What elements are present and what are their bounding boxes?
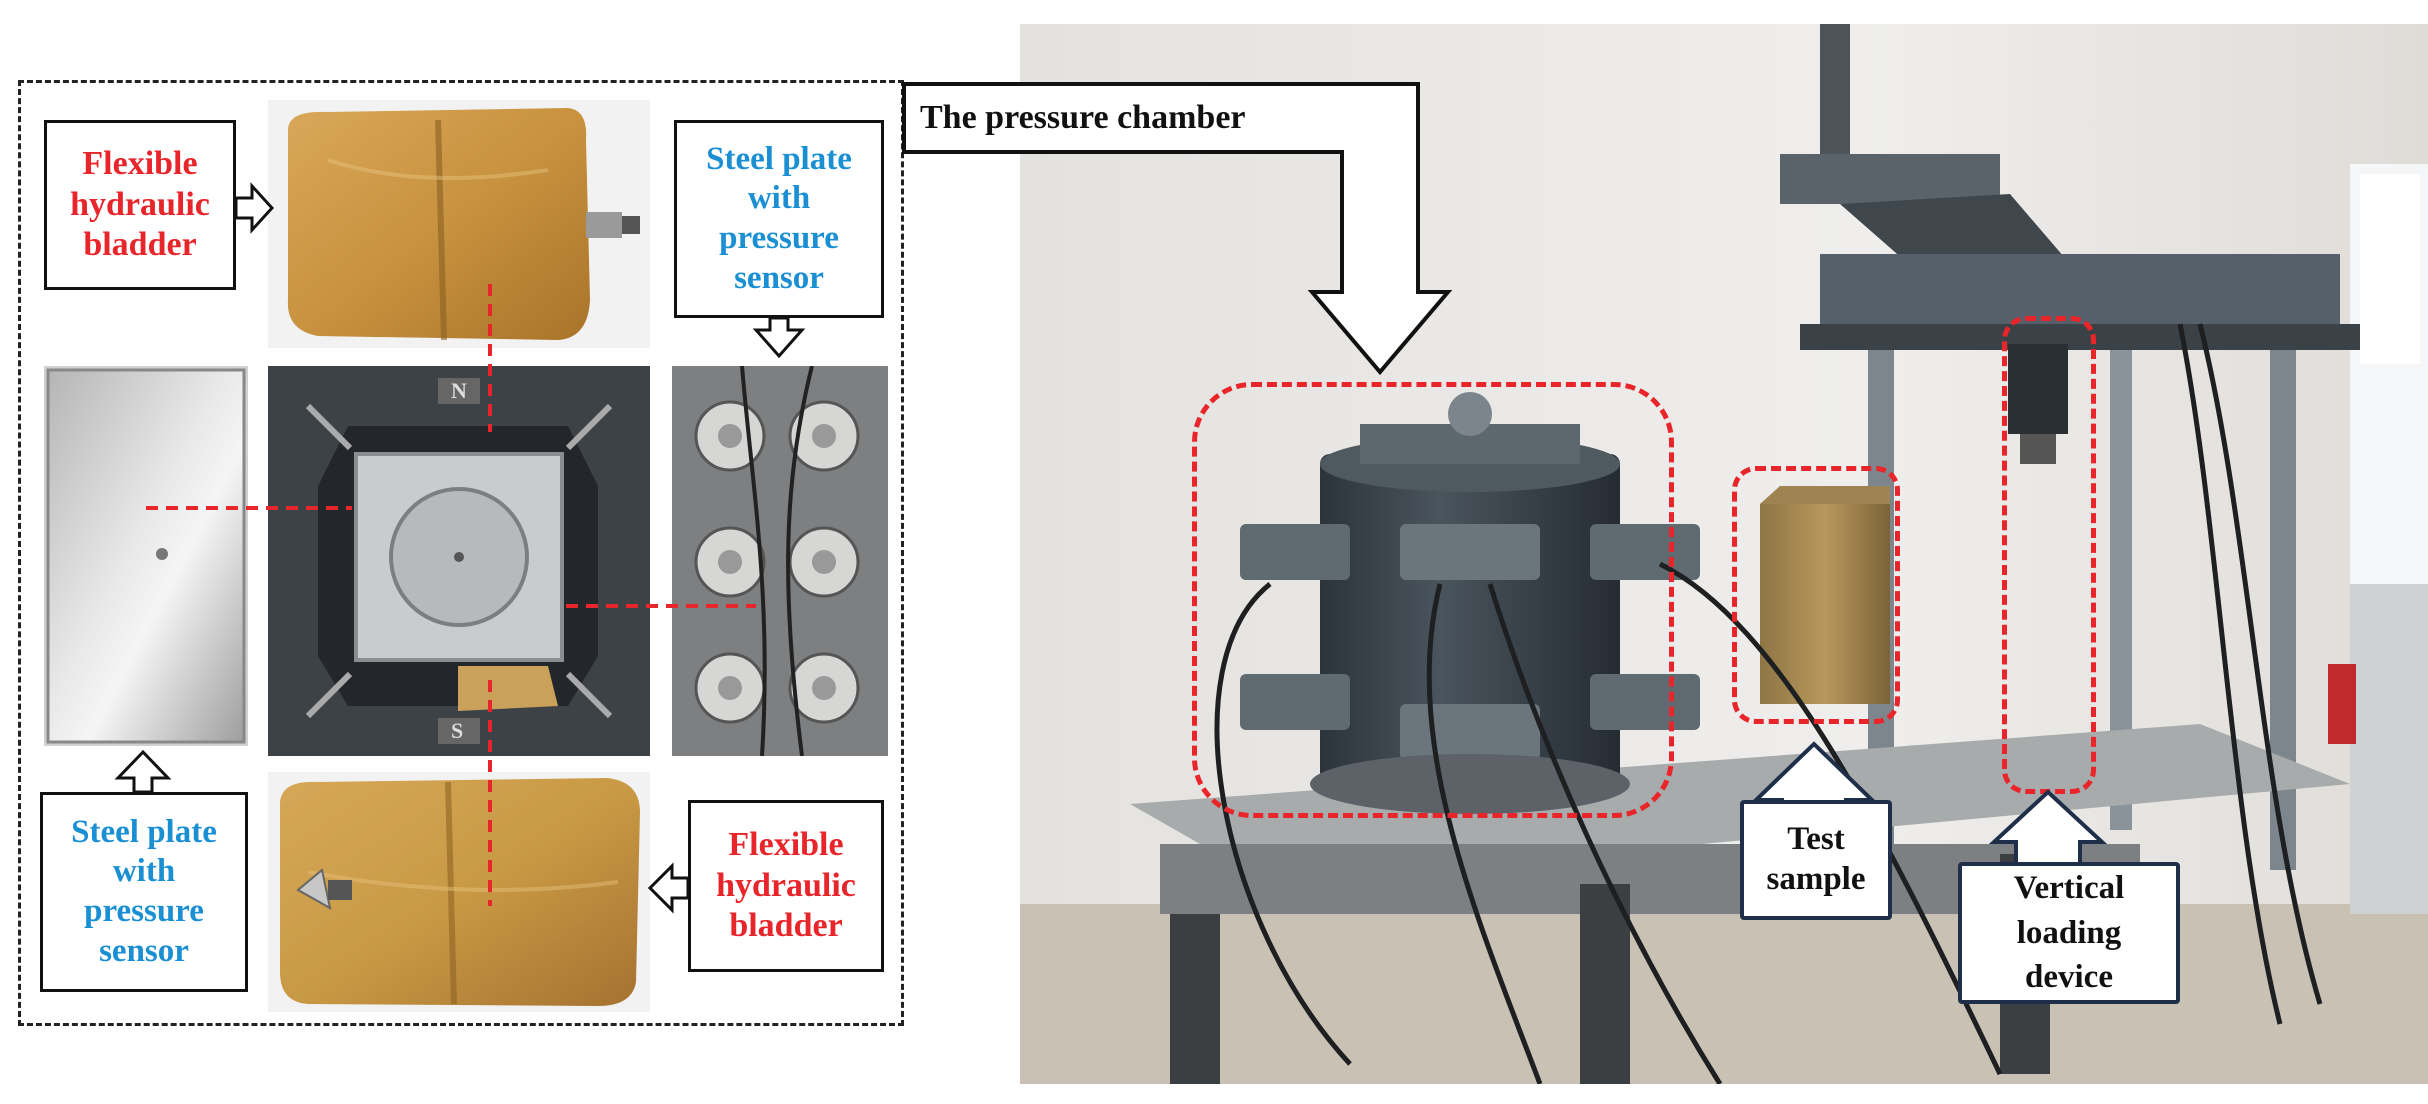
loading-device-label-line3: device	[2025, 959, 2113, 996]
loading-device-label-line2: loading	[2016, 914, 2122, 951]
loading-device-label-box: Vertical loading device	[1958, 862, 2180, 1004]
test-sample-label-line2: sample	[1766, 861, 1866, 897]
bottom-right-label-box: Flexible hydraulic bladder	[688, 800, 884, 972]
top-left-label-line3: bladder	[83, 226, 197, 264]
pressure-chamber-highlight	[1192, 382, 1674, 818]
left-panel	[18, 80, 904, 1026]
bottom-bladder-photo	[268, 772, 650, 1012]
bottom-left-label-line3: pressure	[84, 893, 204, 929]
top-right-label-line4: sensor	[734, 259, 824, 296]
sensor-plate-photo	[672, 366, 888, 756]
top-right-label-box: Steel plate with pressure sensor	[674, 120, 884, 318]
bottom-left-label-line2: with	[112, 853, 176, 890]
bottom-left-label-box: Steel plate with pressure sensor	[40, 792, 248, 992]
bottom-left-label-line1: Steel plate	[71, 813, 217, 850]
bottom-right-label-line2: hydraulic	[716, 866, 856, 904]
top-right-label-line2: with	[747, 180, 811, 217]
chamber-mark-south: S	[451, 718, 464, 743]
pressure-chamber-label: The pressure chamber	[920, 99, 1246, 136]
top-left-label-line1: Flexible	[82, 144, 198, 182]
bottom-right-label-line1: Flexible	[728, 825, 844, 863]
top-bladder-photo	[268, 100, 650, 348]
test-sample-highlight	[1732, 466, 1900, 724]
bottom-right-label-line3: bladder	[729, 907, 843, 945]
bottom-left-label-line4: sensor	[99, 932, 189, 969]
test-sample-label-line1: Test	[1787, 821, 1845, 858]
chamber-mark-north: N	[451, 378, 467, 403]
test-sample-label-box: Test sample	[1740, 800, 1892, 920]
loading-device-highlight	[2002, 316, 2096, 794]
top-left-label-box: Flexible hydraulic bladder	[44, 120, 236, 290]
top-left-label-line2: hydraulic	[70, 185, 210, 223]
top-right-label-line3: pressure	[719, 220, 839, 256]
top-right-label-line1: Steel plate	[706, 140, 852, 177]
left-steel-plate-photo	[44, 366, 248, 746]
chamber-top-view-photo: N S	[268, 366, 650, 756]
loading-device-label-line1: Vertical	[2013, 870, 2125, 907]
